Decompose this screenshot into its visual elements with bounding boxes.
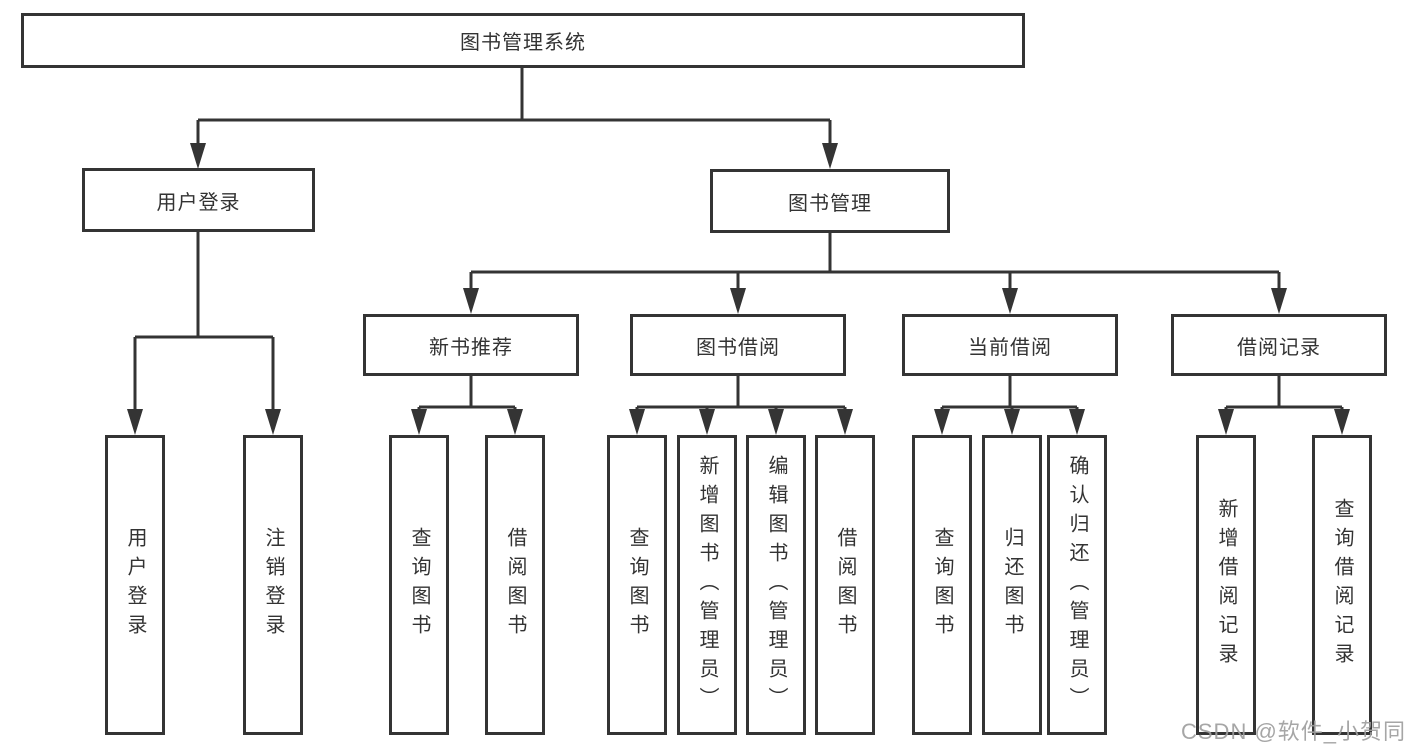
node-current-borrowing: 当前借阅 (902, 314, 1118, 376)
leaf-label: 新增图书（管理员） (696, 454, 718, 716)
leaf-return-books: 归还图书 (982, 435, 1042, 735)
leaf-edit-book-admin: 编辑图书（管理员） (746, 435, 806, 735)
leaf-query-books-current: 查询图书 (912, 435, 972, 735)
leaf-query-books-borrow: 查询图书 (607, 435, 667, 735)
leaf-label: 借阅图书 (504, 527, 526, 643)
leaf-label: 查询借阅记录 (1331, 498, 1353, 672)
leaf-label: 查询图书 (626, 527, 648, 643)
leaf-user-login: 用户登录 (105, 435, 165, 735)
leaf-query-books-recommend: 查询图书 (389, 435, 449, 735)
node-library-system: 图书管理系统 (21, 13, 1025, 68)
leaf-add-borrow-record: 新增借阅记录 (1196, 435, 1256, 735)
leaf-borrow-books: 借阅图书 (815, 435, 875, 735)
leaf-add-book-admin: 新增图书（管理员） (677, 435, 737, 735)
leaf-label: 注销登录 (262, 527, 284, 643)
leaf-label: 查询图书 (931, 527, 953, 643)
node-book-borrowing: 图书借阅 (630, 314, 846, 376)
leaf-label: 编辑图书（管理员） (765, 454, 787, 716)
leaf-borrow-books-recommend: 借阅图书 (485, 435, 545, 735)
arrowhead-down-icons (127, 143, 1350, 435)
node-user-login: 用户登录 (82, 168, 315, 232)
node-borrow-records: 借阅记录 (1171, 314, 1387, 376)
watermark-text: CSDN @软件_小贺同学 (1181, 719, 1405, 744)
leaf-confirm-return-admin: 确认归还（管理员） (1047, 435, 1107, 735)
leaf-logout: 注销登录 (243, 435, 303, 735)
leaf-label: 用户登录 (124, 527, 146, 643)
leaf-query-borrow-record: 查询借阅记录 (1312, 435, 1372, 735)
leaf-label: 借阅图书 (834, 527, 856, 643)
leaf-label: 确认归还（管理员） (1066, 454, 1088, 716)
leaf-label: 查询图书 (408, 527, 430, 643)
leaf-label: 新增借阅记录 (1215, 498, 1237, 672)
leaf-label: 归还图书 (1001, 527, 1023, 643)
node-new-book-recommend: 新书推荐 (363, 314, 579, 376)
node-book-management: 图书管理 (710, 169, 950, 233)
